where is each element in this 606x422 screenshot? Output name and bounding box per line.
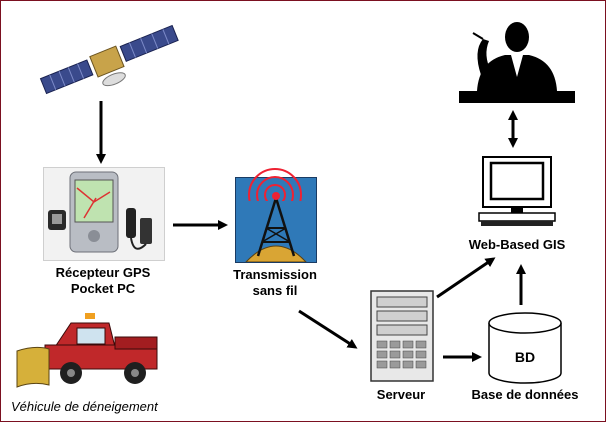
server-node <box>369 289 439 385</box>
web-gis-label: Web-Based GIS <box>468 237 566 252</box>
transmission-label-line1: Transmission <box>233 267 317 282</box>
satellite-node <box>31 21 191 101</box>
web-gis-node <box>475 153 559 229</box>
radio-waves-icon <box>248 168 302 201</box>
arrow-transmission-to-server <box>298 309 358 349</box>
server-icon <box>370 290 434 382</box>
gps-pocket-pc-icon <box>48 171 152 253</box>
computer-monitor-icon <box>478 156 556 226</box>
gps-receiver-label-line1: Récepteur GPS <box>55 265 151 280</box>
database-label: Base de données <box>471 387 579 402</box>
vehicle-node <box>15 301 165 393</box>
transmission-label-line2: sans fil <box>252 283 298 298</box>
arrow-server-to-webgis <box>436 257 496 299</box>
snowplow-truck-icon <box>16 313 158 388</box>
user-node <box>459 15 575 105</box>
satellite-icon <box>39 24 179 95</box>
gps-receiver-label-line2: Pocket PC <box>70 281 136 296</box>
server-label: Serveur <box>376 387 426 402</box>
gps-receiver-node <box>43 167 165 261</box>
radio-tower-icon <box>245 192 307 262</box>
vehicle-label: Véhicule de déneigement <box>11 399 158 414</box>
database-shape-text: BD <box>514 349 536 365</box>
transmission-label: Transmission sans fil <box>225 267 325 299</box>
gps-receiver-label: Récepteur GPS Pocket PC <box>43 265 163 297</box>
businessman-silhouette-icon <box>459 22 575 103</box>
database-cylinder-icon <box>488 312 562 384</box>
database-node <box>487 311 563 385</box>
